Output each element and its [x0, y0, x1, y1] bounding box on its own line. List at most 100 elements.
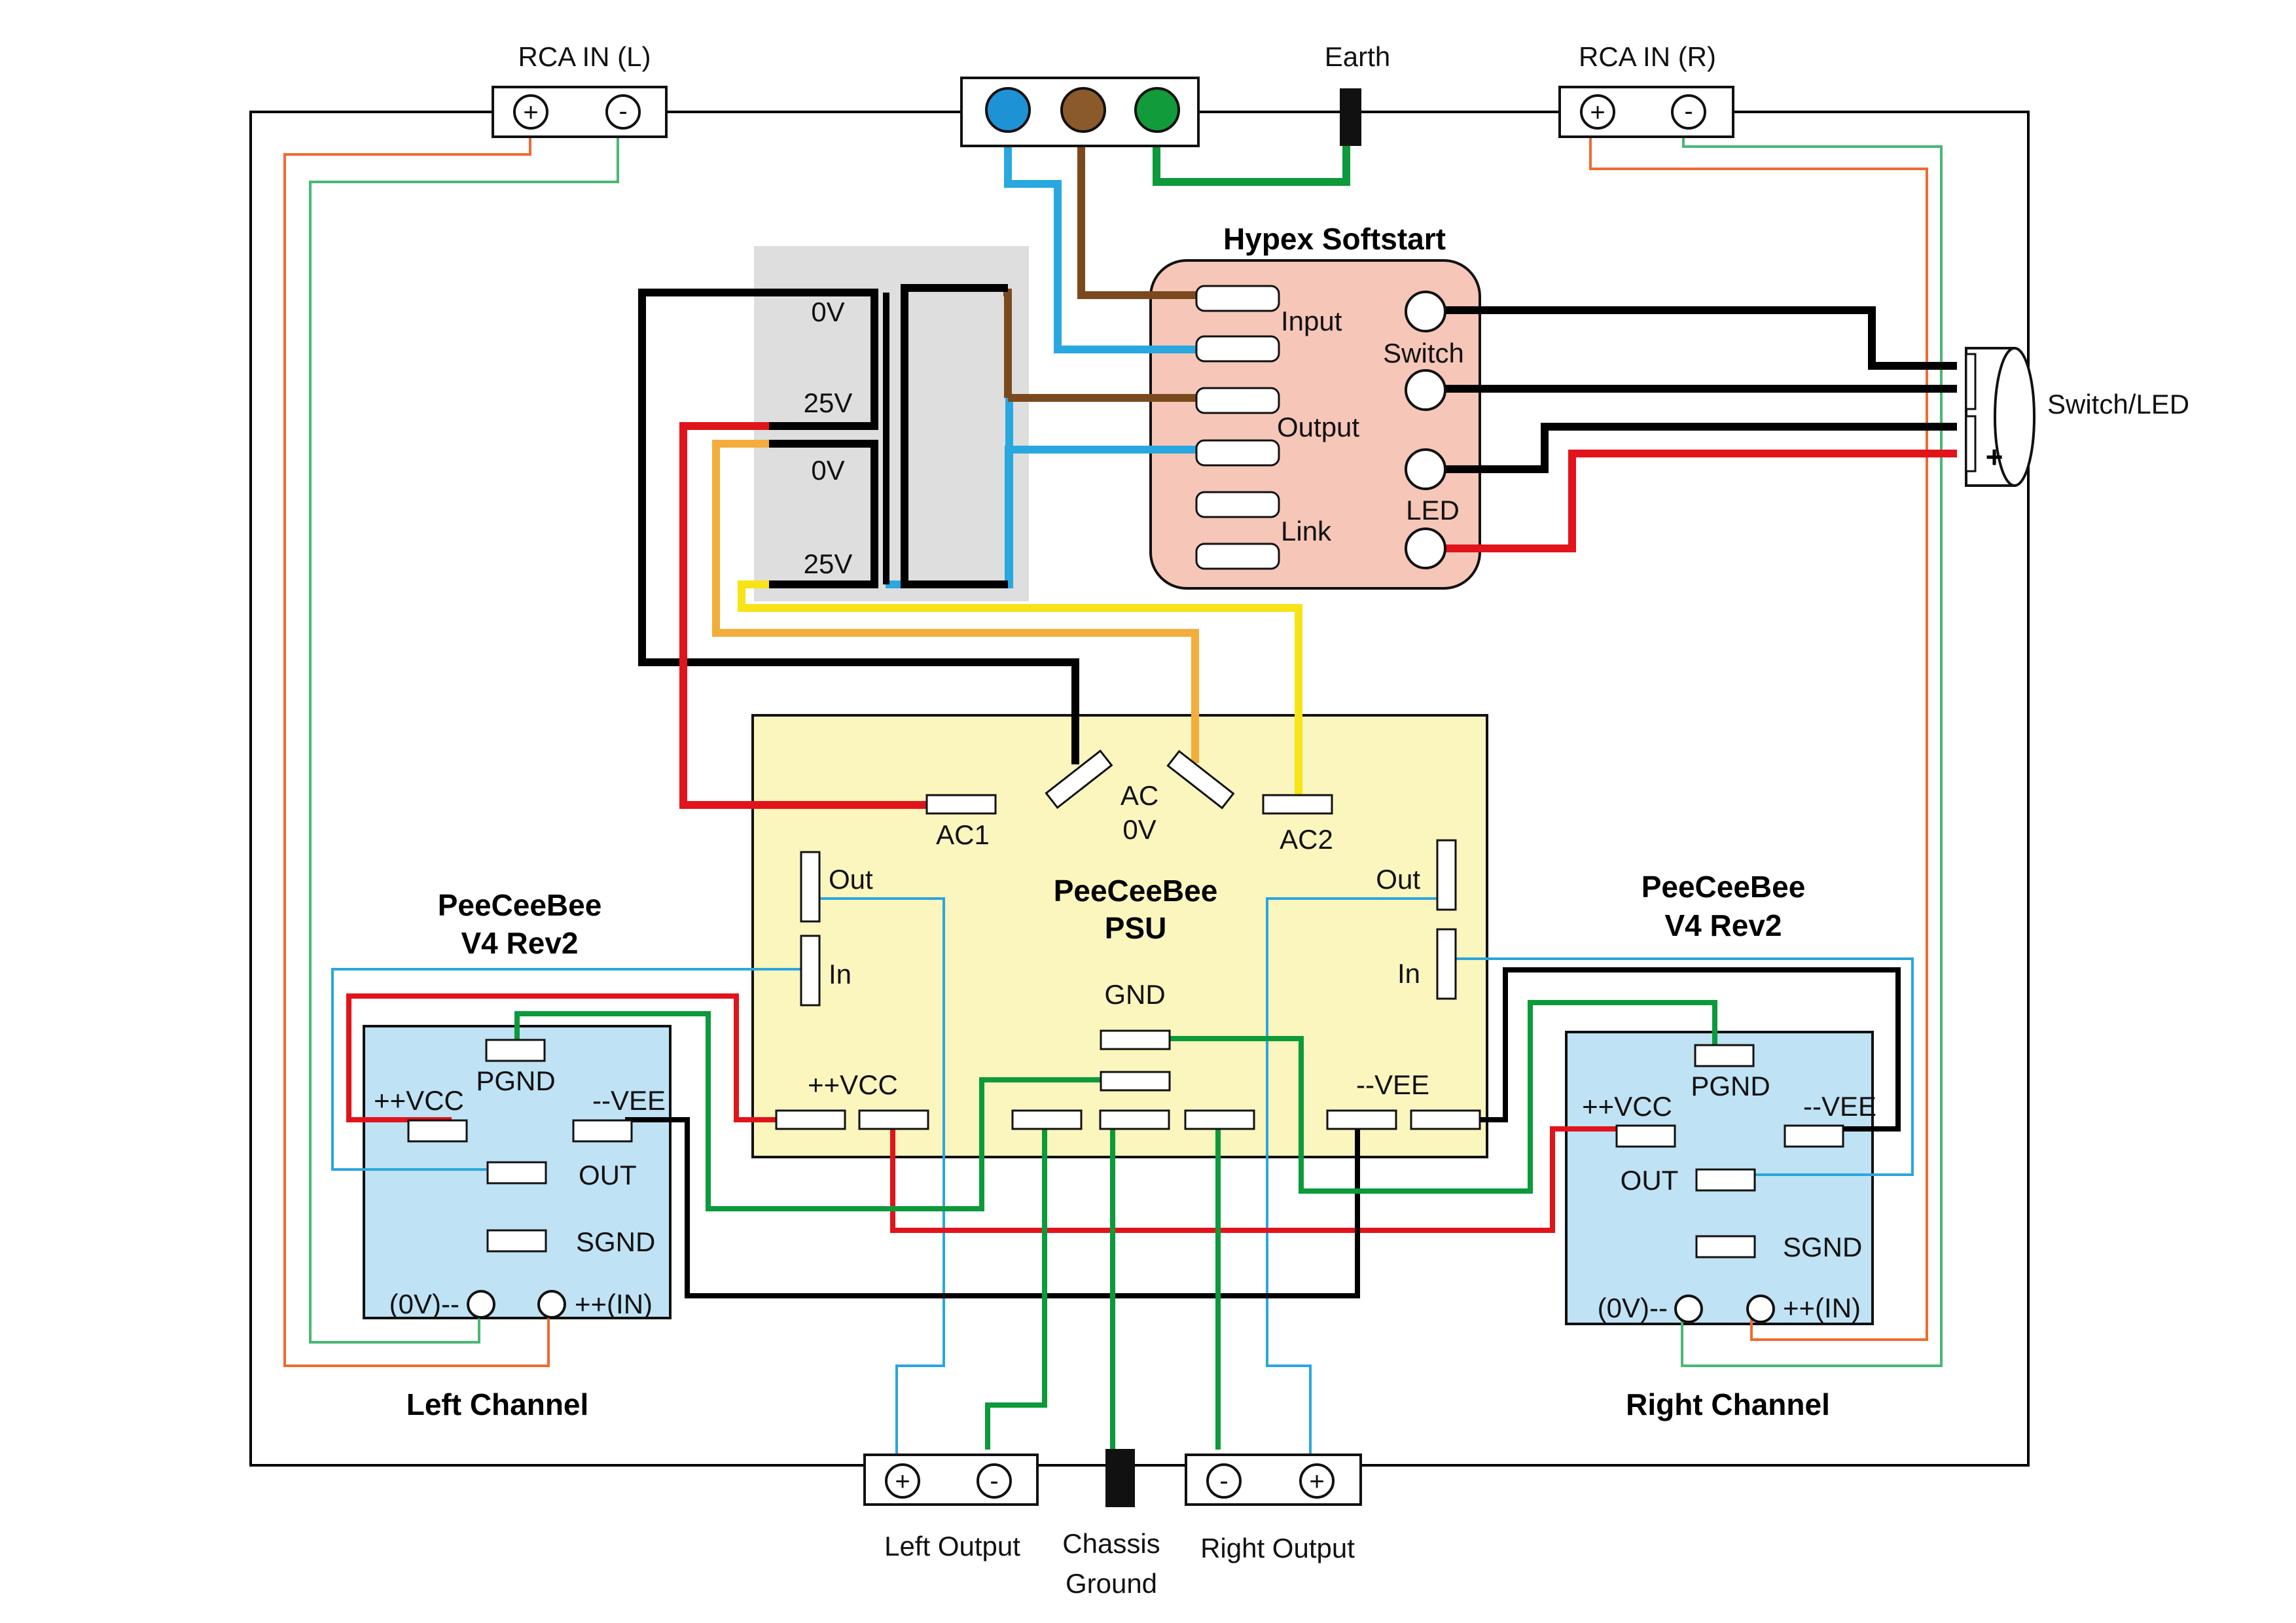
psu-gnd-pad-5[interactable] — [1184, 1109, 1255, 1130]
psu-vee-pad-2[interactable] — [1410, 1109, 1481, 1130]
psu-out-left-pad[interactable] — [800, 851, 821, 923]
left-in-plus-label: ++(IN) — [575, 1289, 653, 1319]
left-vcc-label: ++VCC — [374, 1085, 464, 1116]
right-output-label: Right Output — [1200, 1533, 1355, 1563]
psu-ac2-label: AC2 — [1280, 824, 1333, 855]
left-out-label: OUT — [579, 1160, 637, 1190]
rca-left-connector: + - RCA IN (L) — [492, 41, 668, 138]
rca-right-plus-label: + — [1590, 98, 1605, 127]
softstart-switch-label: Switch — [1383, 338, 1464, 368]
right-in-minus-label: (0V)-- — [1598, 1293, 1668, 1323]
left-output-minus-terminal[interactable] — [977, 1463, 1012, 1499]
psu-vee-pad-1[interactable] — [1326, 1109, 1397, 1130]
softstart-output-pad-2[interactable] — [1195, 439, 1280, 467]
right-output-minus-label: - — [1219, 1467, 1228, 1495]
psu-gnd-pad-1[interactable] — [1100, 1029, 1171, 1050]
right-output-plus-label: + — [1309, 1467, 1324, 1496]
rca-left-minus-label: - — [619, 97, 627, 126]
rca-right-minus-terminal[interactable] — [1671, 94, 1706, 130]
rca-right-title: RCA IN (R) — [1579, 41, 1716, 72]
psu-ac1-pad[interactable] — [925, 794, 997, 815]
psu-title-line2: PSU — [1105, 911, 1167, 945]
psu-vee-label: --VEE — [1356, 1069, 1429, 1100]
psu-vcc-pad-1[interactable] — [775, 1109, 846, 1130]
right-out-label: OUT — [1621, 1165, 1679, 1196]
left-output-connector: + - Left Output — [863, 1454, 1039, 1561]
right-module-title-2: V4 Rev2 — [1664, 908, 1782, 942]
softstart-input-pad-1[interactable] — [1195, 285, 1280, 312]
left-in-minus-label: (0V)-- — [389, 1289, 459, 1319]
psu-0v-label: 0V — [1122, 814, 1156, 845]
right-out-pad[interactable] — [1695, 1168, 1756, 1192]
right-in-minus-terminal[interactable] — [1674, 1294, 1703, 1323]
right-vee-pad[interactable] — [1784, 1124, 1844, 1148]
psu-in-left-label: In — [829, 959, 852, 990]
psu-gnd-pad-3[interactable] — [1011, 1109, 1083, 1130]
softstart-link-pad-2[interactable] — [1195, 543, 1280, 570]
softstart-switch-terminal-2[interactable] — [1405, 369, 1446, 411]
psu-module: PeeCeeBee PSU AC1 AC 0V AC2 Out In Out I… — [775, 749, 1481, 1130]
right-vcc-label: ++VCC — [1582, 1091, 1672, 1122]
psu-vcc-label: ++VCC — [808, 1069, 898, 1100]
rca-left-minus-terminal[interactable] — [605, 94, 641, 130]
psu-in-right-pad[interactable] — [1436, 928, 1457, 1000]
softstart-output-label: Output — [1277, 412, 1359, 442]
right-in-plus-terminal[interactable] — [1746, 1294, 1775, 1323]
mains-earth-terminal[interactable] — [1134, 87, 1180, 133]
softstart-led-label: LED — [1406, 495, 1460, 526]
right-output-plus-terminal[interactable] — [1299, 1463, 1335, 1499]
left-output-plus-terminal[interactable] — [885, 1463, 920, 1499]
psu-ac1-label: AC1 — [936, 819, 990, 850]
switch-led-plus: + — [1986, 440, 2003, 474]
right-output-minus-terminal[interactable] — [1206, 1463, 1242, 1499]
left-pgnd-pad[interactable] — [485, 1039, 546, 1062]
brown-output-wire-vertical — [1003, 289, 1012, 398]
right-pgnd-label: PGND — [1691, 1071, 1770, 1101]
mains-inlet — [960, 77, 1200, 147]
secondary-wires — [638, 289, 1302, 809]
softstart-led-terminal-1[interactable] — [1405, 448, 1446, 490]
psu-ac2-pad[interactable] — [1262, 794, 1333, 815]
left-vcc-pad[interactable] — [407, 1119, 468, 1143]
softstart-link-label: Link — [1281, 516, 1332, 546]
switch-led-wires — [1420, 306, 1957, 552]
rca-right-plus-terminal[interactable] — [1580, 94, 1615, 130]
softstart-title: Hypex Softstart — [1223, 222, 1446, 256]
left-vee-pad[interactable] — [572, 1119, 633, 1143]
psu-ac0v-pad-right[interactable] — [1166, 749, 1235, 810]
switch-led-label: Switch/LED — [2047, 389, 2189, 419]
left-in-plus-terminal[interactable] — [537, 1290, 566, 1319]
softstart-input-pad-2[interactable] — [1195, 335, 1280, 363]
right-pgnd-pad[interactable] — [1694, 1044, 1755, 1067]
softstart-link-pad-1[interactable] — [1195, 491, 1280, 518]
psu-gnd-label: GND — [1104, 979, 1165, 1010]
transformer-secondary-25v: 25V — [804, 548, 853, 579]
psu-out-right-pad[interactable] — [1436, 839, 1457, 911]
psu-gnd-pad-4[interactable] — [1099, 1109, 1170, 1130]
right-sgnd-pad[interactable] — [1695, 1235, 1756, 1258]
left-sgnd-pad[interactable] — [486, 1229, 547, 1253]
psu-out-right-label: Out — [1376, 864, 1420, 895]
softstart-output-pad-1[interactable] — [1195, 387, 1280, 414]
softstart-input-label: Input — [1281, 306, 1342, 336]
rca-right-minus-label: - — [1684, 97, 1693, 126]
left-out-pad[interactable] — [486, 1161, 547, 1185]
rca-left-plus-terminal[interactable] — [513, 94, 548, 130]
right-output-connector: - + Right Output — [1185, 1454, 1362, 1563]
psu-gnd-pad-2[interactable] — [1100, 1071, 1171, 1092]
softstart-switch-terminal-1[interactable] — [1405, 291, 1446, 332]
psu-vcc-pad-2[interactable] — [858, 1109, 929, 1130]
right-in-plus-label: ++(IN) — [1783, 1293, 1861, 1323]
softstart-led-terminal-2[interactable] — [1405, 527, 1446, 569]
psu-in-left-pad[interactable] — [800, 935, 821, 1007]
right-vcc-pad[interactable] — [1615, 1124, 1676, 1148]
left-pgnd-label: PGND — [476, 1065, 555, 1096]
left-output-minus-label: - — [990, 1467, 998, 1495]
left-in-minus-terminal[interactable] — [467, 1290, 495, 1319]
mains-neutral-terminal[interactable] — [985, 87, 1031, 133]
switch-led-component: + Switch/LED — [1965, 347, 2189, 487]
psu-ac0v-pad-left[interactable] — [1045, 749, 1113, 810]
chassis-label-2: Ground — [1066, 1568, 1157, 1599]
mains-live-terminal[interactable] — [1060, 87, 1106, 133]
